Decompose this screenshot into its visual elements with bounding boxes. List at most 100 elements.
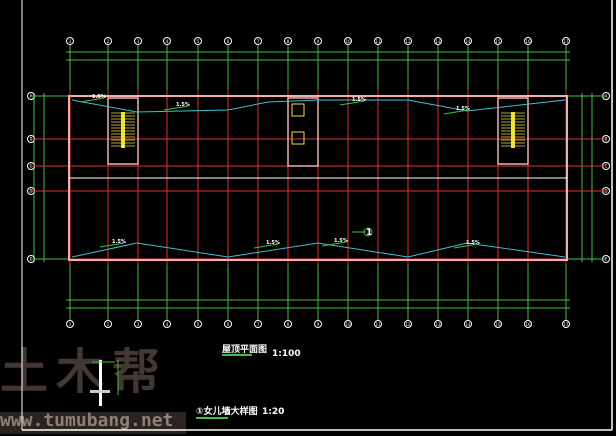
row-axis-label: E: [605, 257, 608, 262]
axis-bubble: [66, 320, 74, 328]
slope-label: 1.5%: [334, 238, 348, 244]
axis-bubble: [194, 37, 202, 45]
column-axis-label: 13: [435, 39, 441, 44]
axis-bubble: [314, 37, 322, 45]
slope-arrow: [443, 109, 469, 115]
axis-bubble: [224, 37, 232, 45]
axis-bubble: [562, 320, 570, 328]
column-axis-label: 14: [465, 322, 471, 327]
column-axis-label: 10: [345, 322, 351, 327]
column-axis-label: 13: [435, 322, 441, 327]
detail-title: ①女儿墙大样图: [196, 405, 258, 417]
axis-bubble: [404, 320, 412, 328]
slope-label: 1.5%: [112, 239, 126, 245]
slope-label: 1.5%: [92, 94, 106, 100]
slope-arrow: [253, 243, 279, 249]
drawing-scale: 1:100: [272, 349, 301, 359]
drawing-title: 屋顶平面图: [222, 344, 267, 355]
axis-bubble: [344, 37, 352, 45]
column-axis-label: 5: [197, 322, 200, 327]
watermark-url: www.tumubang.net: [0, 412, 186, 434]
column-axis-label: 14: [465, 39, 471, 44]
detail-callout: 1: [352, 227, 373, 238]
column-axis-label: 8: [287, 39, 290, 44]
column-axis-label: 15: [495, 322, 501, 327]
axis-bubble: [134, 37, 142, 45]
column-axis-label: 1: [69, 322, 72, 327]
axis-bubble: [66, 37, 74, 45]
column-axis-label: 12: [405, 39, 411, 44]
slope-label: 1.5%: [266, 240, 280, 246]
column-axis-label: 8: [287, 322, 290, 327]
column-axis-label: 6: [227, 322, 230, 327]
axis-bubble: [524, 37, 532, 45]
slope-arrow: [99, 242, 125, 248]
row-axis-label: C: [605, 164, 608, 169]
column-axis-label: 17: [563, 39, 569, 44]
slope-label: 1.5%: [176, 102, 190, 108]
slope-arrow: [339, 100, 365, 106]
slope-arrow: [79, 97, 105, 103]
column-axis-label: 6: [227, 39, 230, 44]
axis-bubble: [134, 320, 142, 328]
watermark-logo: 土木帮: [0, 344, 169, 400]
slope-label: 1.5%: [352, 97, 366, 103]
slope-labels: 1.5% 1.5% 1.5% 1.5% 1.5% 1.5% 1.5% 1.5%: [79, 94, 480, 249]
axis-bubble: [562, 37, 570, 45]
axis-bubble: [194, 320, 202, 328]
axis-bubble: [434, 320, 442, 328]
slope-arrow: [453, 243, 479, 249]
building-outline: [68, 95, 568, 261]
column-axis-label: 2: [107, 39, 110, 44]
axis-bubble: [524, 320, 532, 328]
column-axis-label: 5: [197, 39, 200, 44]
detail-scale: 1:20: [262, 407, 284, 417]
axis-bubble: [254, 37, 262, 45]
column-axis-label: 16: [525, 39, 531, 44]
stair-right: [497, 97, 529, 165]
column-axis-label: 12: [405, 322, 411, 327]
slope-label: 1.5%: [456, 106, 470, 112]
column-axis-label: 4: [166, 39, 169, 44]
callout-number: 1: [366, 228, 372, 238]
axis-bubble: [464, 320, 472, 328]
axis-bubble: [434, 37, 442, 45]
column-axis-label: 16: [525, 322, 531, 327]
axis-bubble: [163, 37, 171, 45]
slope-label: 1.5%: [466, 240, 480, 246]
axis-bubble: [374, 37, 382, 45]
column-axis-label: 11: [375, 322, 381, 327]
column-axis-label: 1: [69, 39, 72, 44]
column-axis-label: 3: [137, 39, 140, 44]
slope-arrow: [321, 241, 347, 247]
stair-left: [107, 97, 139, 165]
axis-bubble: [224, 320, 232, 328]
axis-bubble: [163, 320, 171, 328]
column-axis-label: 10: [345, 39, 351, 44]
slope-lines: [71, 99, 566, 258]
column-axis-label: 9: [317, 322, 320, 327]
column-axis-label: 15: [495, 39, 501, 44]
axis-bubble: [314, 320, 322, 328]
column-axis-label: 17: [563, 322, 569, 327]
row-axis-label: B: [605, 137, 608, 142]
parapet-detail: ①女儿墙大样图 1:20: [90, 360, 284, 419]
axis-bubble: [104, 37, 112, 45]
axis-bubble: [254, 320, 262, 328]
column-axis-label: 3: [137, 322, 140, 327]
column-axis-label: 7: [257, 39, 260, 44]
drawing-frame: [21, 0, 613, 431]
column-axis-label: 2: [107, 322, 110, 327]
axis-bubble: [284, 37, 292, 45]
column-axis-label: 7: [257, 322, 260, 327]
column-axis-label: 4: [166, 322, 169, 327]
axis-bubble: [464, 37, 472, 45]
row-axis-label: D: [604, 189, 607, 194]
axis-bubble: [284, 320, 292, 328]
title-block: 屋顶平面图 1:100: [222, 344, 301, 359]
axis-bubble: [494, 37, 502, 45]
axis-bubble: [494, 320, 502, 328]
axis-bubble: [404, 37, 412, 45]
slope-arrow: [163, 105, 189, 111]
axis-bubble: [344, 320, 352, 328]
